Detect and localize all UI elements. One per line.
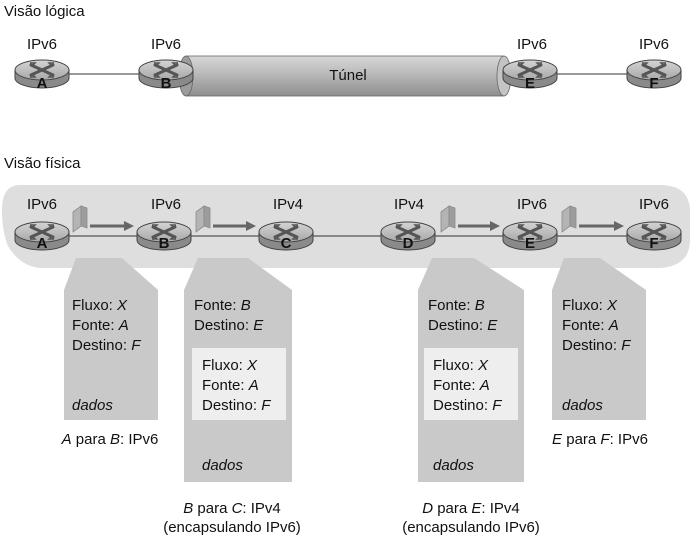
packet-outer-destination: Destino: E xyxy=(428,317,498,334)
packet-caption-line2: (encapsulando IPv6) xyxy=(402,519,540,536)
packet-field-destination: Destino: F xyxy=(72,337,141,354)
packet-field-destination: Destino: F xyxy=(433,397,502,414)
packet-field-source: Fonte: A xyxy=(433,377,490,394)
packet-caption: A para B: IPv6 xyxy=(61,431,159,448)
router-type-label: IPv6 xyxy=(517,36,547,53)
router-letter: B xyxy=(161,75,172,92)
tunnel: Túnel xyxy=(178,55,512,97)
router-letter: A xyxy=(37,75,48,92)
packet-icon-b-c xyxy=(195,205,256,233)
logical-network: Túnel IPv6 A IPv6 B IPv6 E IPv6 F xyxy=(13,36,683,97)
logical-router-b: IPv6 B xyxy=(137,36,195,92)
router-type-label: IPv6 xyxy=(151,196,181,213)
packet-field-flow: Fluxo: X xyxy=(72,297,128,314)
packet-field-source: Fonte: A xyxy=(562,317,619,334)
packet-b-to-c: Fonte: B Destino: E Fluxo: X Fonte: A De… xyxy=(163,258,301,536)
packet-field-source: Fonte: A xyxy=(72,317,129,334)
router-letter: F xyxy=(649,235,658,252)
router-type-label: IPv6 xyxy=(27,36,57,53)
logical-router-f: IPv6 F xyxy=(625,36,683,92)
packet-e-to-f: Fluxo: X Fonte: A Destino: F dados E par… xyxy=(552,258,648,448)
packet-icon-a-b xyxy=(72,205,134,233)
packet-field-source: Fonte: A xyxy=(202,377,259,394)
logical-router-a: IPv6 A xyxy=(13,36,71,92)
router-type-label: IPv6 xyxy=(27,196,57,213)
packet-field-flow: Fluxo: X xyxy=(202,357,258,374)
packet-caption: B para C: IPv4 xyxy=(183,500,281,517)
router-type-label: IPv6 xyxy=(151,36,181,53)
router-type-label: IPv6 xyxy=(639,36,669,53)
packet-icon-e-f xyxy=(561,205,624,233)
packet-outer-source: Fonte: B xyxy=(428,297,485,314)
physical-router-d: IPv4 D xyxy=(379,196,437,252)
router-letter: A xyxy=(37,235,48,252)
router-type-label: IPv6 xyxy=(639,196,669,213)
router-letter: E xyxy=(525,75,535,92)
physical-router-a: IPv6 A xyxy=(13,196,71,252)
packet-d-to-e: Fonte: B Destino: E Fluxo: X Fonte: A De… xyxy=(402,258,540,536)
physical-router-c: IPv4 C xyxy=(257,196,315,252)
packet-field-flow: Fluxo: X xyxy=(433,357,489,374)
packet-outer-destination: Destino: E xyxy=(194,317,264,334)
router-letter: D xyxy=(403,235,414,252)
packet-field-flow: Fluxo: X xyxy=(562,297,618,314)
tunnel-label: Túnel xyxy=(329,67,367,84)
router-type-label: IPv4 xyxy=(394,196,424,213)
packet-caption: E para F: IPv6 xyxy=(552,431,648,448)
router-type-label: IPv6 xyxy=(517,196,547,213)
physical-router-b: IPv6 B xyxy=(135,196,193,252)
encapsulated-ipv6-packet xyxy=(192,348,286,420)
physical-view-title: Visão física xyxy=(4,155,81,172)
physical-router-e: IPv6 E xyxy=(501,196,559,252)
packet-payload: dados xyxy=(433,457,474,474)
packet-field-destination: Destino: F xyxy=(562,337,631,354)
router-letter: C xyxy=(281,235,292,252)
physical-router-f: IPv6 F xyxy=(625,196,683,252)
router-letter: F xyxy=(649,75,658,92)
packet-payload: dados xyxy=(562,397,603,414)
packet-a-to-b: Fluxo: X Fonte: A Destino: F dados A par… xyxy=(61,258,159,448)
packet-outer-source: Fonte: B xyxy=(194,297,251,314)
packet-icon-d-e xyxy=(440,205,500,233)
packet-caption-line2: (encapsulando IPv6) xyxy=(163,519,301,536)
router-type-label: IPv4 xyxy=(273,196,303,213)
packet-payload: dados xyxy=(72,397,113,414)
packet-caption: D para E: IPv4 xyxy=(422,500,520,517)
packet-field-destination: Destino: F xyxy=(202,397,271,414)
logical-router-e: IPv6 E xyxy=(501,36,559,92)
encapsulated-ipv6-packet xyxy=(424,348,518,420)
router-letter: E xyxy=(525,235,535,252)
router-letter: B xyxy=(159,235,170,252)
packet-payload: dados xyxy=(202,457,243,474)
logical-view-title: Visão lógica xyxy=(4,3,85,20)
